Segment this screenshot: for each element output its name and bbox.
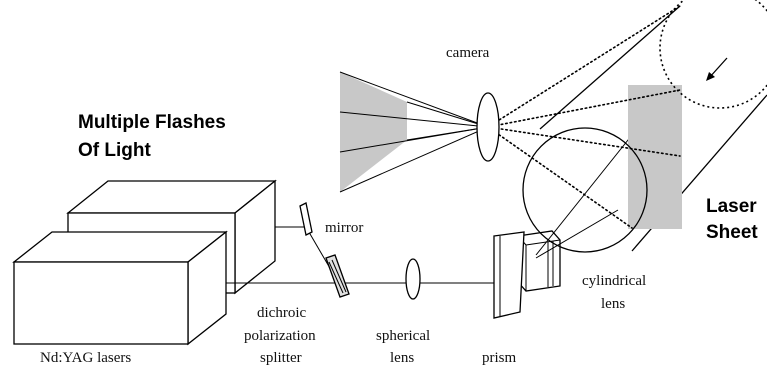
arrow-down-left-icon [706, 57, 728, 81]
mirror-label: mirror [325, 220, 363, 236]
dichroic-label-line2: polarization [244, 328, 316, 344]
nd-yag-lasers-label: Nd:YAG lasers [40, 350, 131, 366]
dichroic-label-line3: splitter [260, 350, 302, 366]
laser-sheet-label-line1: Laser [706, 196, 757, 217]
cylindrical-lens [517, 230, 561, 292]
camera-image-plane [340, 72, 407, 192]
camera-label: camera [446, 45, 490, 61]
nd-yag-laser-front [12, 230, 228, 346]
spherical-lens [405, 258, 421, 300]
flow-cylinder [522, 5, 767, 253]
laser-sheet-label-line2: Sheet [706, 222, 758, 243]
camera-rays [339, 5, 681, 229]
cylindrical-lens-label-line1: cylindrical [582, 273, 646, 289]
prism-label: prism [482, 350, 517, 366]
heading-line1: Multiple Flashes [78, 112, 226, 133]
dichroic-label-line1: dichroic [257, 305, 306, 321]
prism [493, 231, 525, 319]
dichroic-splitter [325, 254, 350, 298]
spherical-lens-label-line1: spherical [376, 328, 430, 344]
mirror [299, 202, 313, 236]
heading-line2: Of Light [78, 140, 151, 161]
camera-lens [476, 92, 500, 162]
cylindrical-lens-label-line2: lens [601, 296, 625, 312]
laser-sheet-plane [628, 85, 682, 229]
spherical-lens-label-line2: lens [390, 350, 414, 366]
